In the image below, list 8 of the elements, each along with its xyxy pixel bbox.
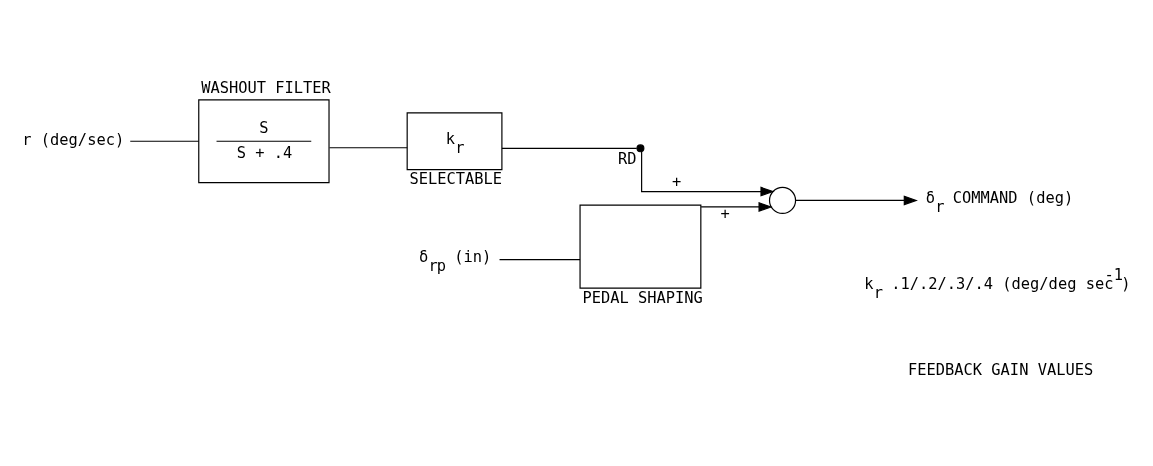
node-label: PEDAL SHAPING: [582, 288, 703, 307]
node-label: SELECTABLE: [409, 170, 503, 189]
edge-label: +: [720, 205, 730, 224]
edge-label: +: [671, 173, 682, 192]
node-label: WASHOUT FILTER: [201, 79, 331, 98]
label: FEEDBACK GAIN VALUES: [908, 360, 1094, 379]
node-text: r (deg/sec): [22, 131, 125, 150]
node-label: RD: [618, 150, 637, 169]
